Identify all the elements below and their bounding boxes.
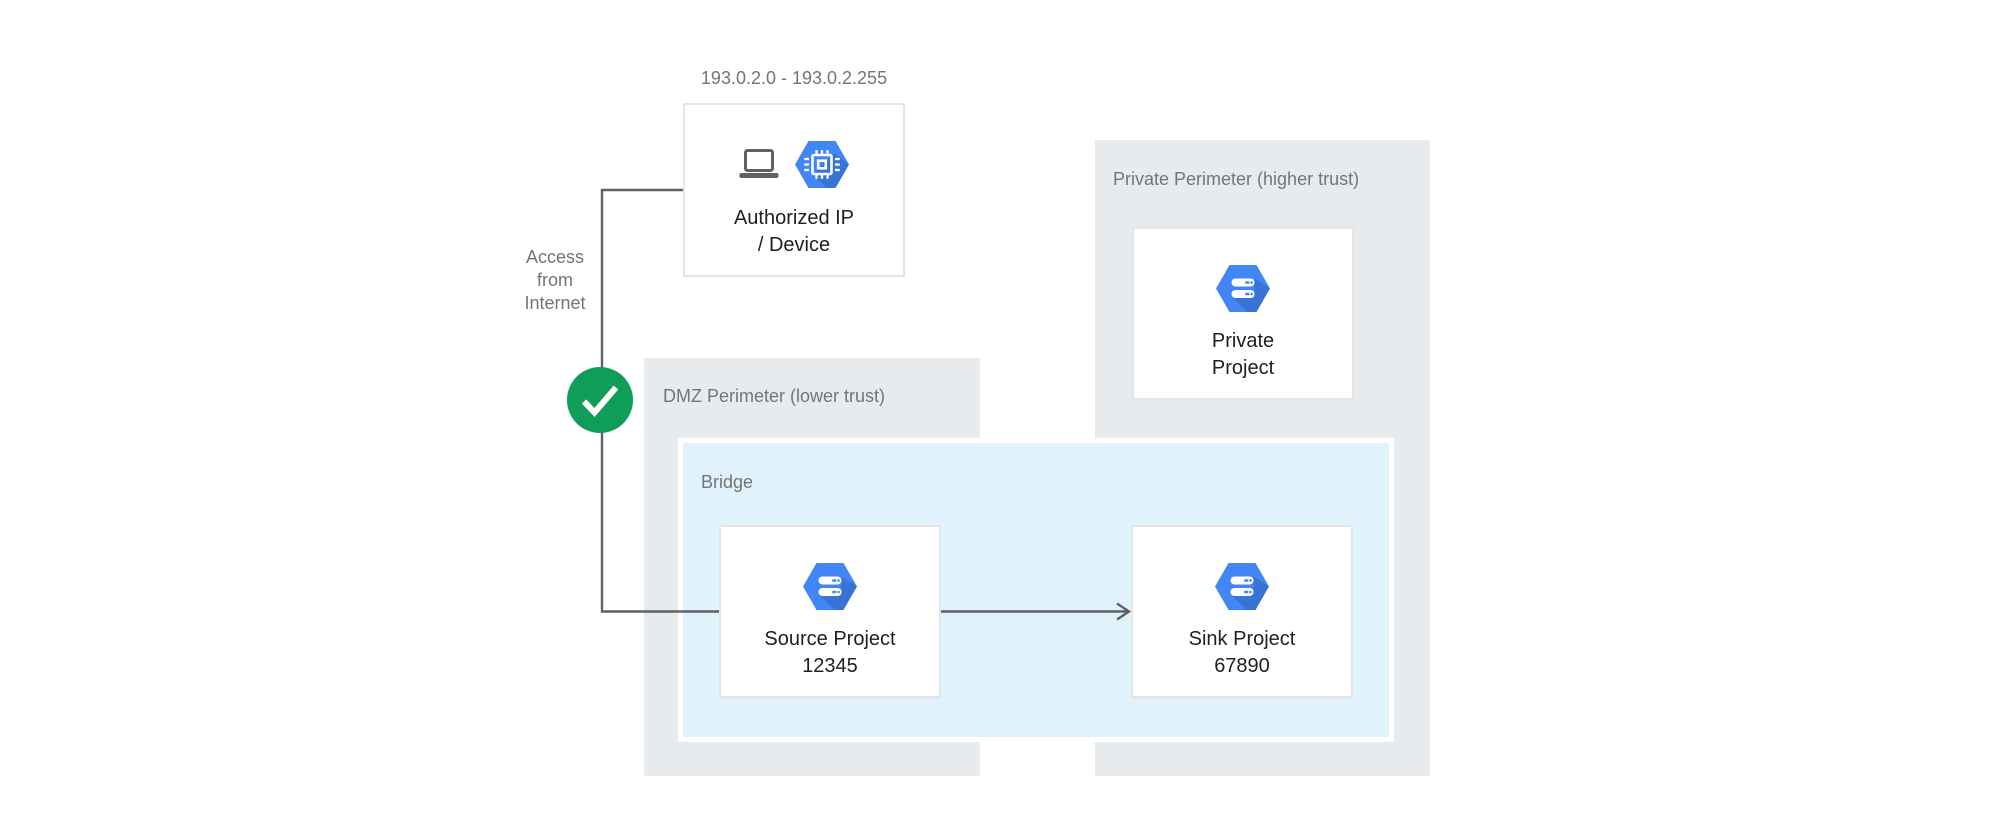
project-hexagon-icon (1216, 265, 1270, 312)
private-project-label-line2: Project (1211, 357, 1275, 379)
private-project-label: Private Project (1134, 328, 1352, 382)
private-perimeter-title: Private Perimeter (higher trust) (1113, 169, 1360, 189)
project-hexagon-icon (803, 563, 857, 610)
source-project-box: Source Project 12345 (719, 525, 941, 698)
ip-range-label: 193.0.2.0 - 193.0.2.255 (700, 68, 888, 88)
access-label-line1: Access (525, 247, 585, 267)
bridge-title: Bridge (701, 472, 754, 492)
sink-project-label-line2: 67890 (1214, 655, 1270, 677)
private-project-box: Private Project (1132, 227, 1354, 400)
private-project-icon-row (1134, 265, 1352, 312)
sink-project-box: Sink Project 67890 (1131, 525, 1353, 698)
source-project-label: Source Project 12345 (721, 626, 939, 680)
access-from-internet-label: Access from Internet (492, 246, 618, 315)
source-project-icon-row (721, 563, 939, 610)
authorized-ip-label-line1: Authorized IP (733, 207, 855, 229)
access-label-line2: from (537, 270, 573, 290)
authorized-ip-device-box: Authorized IP / Device (683, 103, 905, 277)
private-project-label-line1: Private (1211, 330, 1275, 352)
authorized-ip-label: Authorized IP / Device (685, 205, 903, 259)
dmz-perimeter-title: DMZ Perimeter (lower trust) (663, 386, 886, 406)
source-project-label-line1: Source Project (764, 628, 896, 650)
checkmark-glyph (581, 385, 619, 417)
project-hexagon-icon (1215, 563, 1269, 610)
compute-engine-hexagon-icon (795, 141, 849, 188)
check-icon (567, 367, 633, 433)
source-project-label-line2: 12345 (802, 655, 858, 677)
access-label-line3: Internet (524, 293, 586, 313)
authorized-icon-row (685, 141, 903, 188)
sink-project-icon-row (1133, 563, 1351, 610)
authorized-ip-label-line2: / Device (757, 234, 831, 256)
laptop-icon (739, 149, 779, 180)
sink-project-label: Sink Project 67890 (1133, 626, 1351, 680)
sink-project-label-line1: Sink Project (1188, 628, 1296, 650)
